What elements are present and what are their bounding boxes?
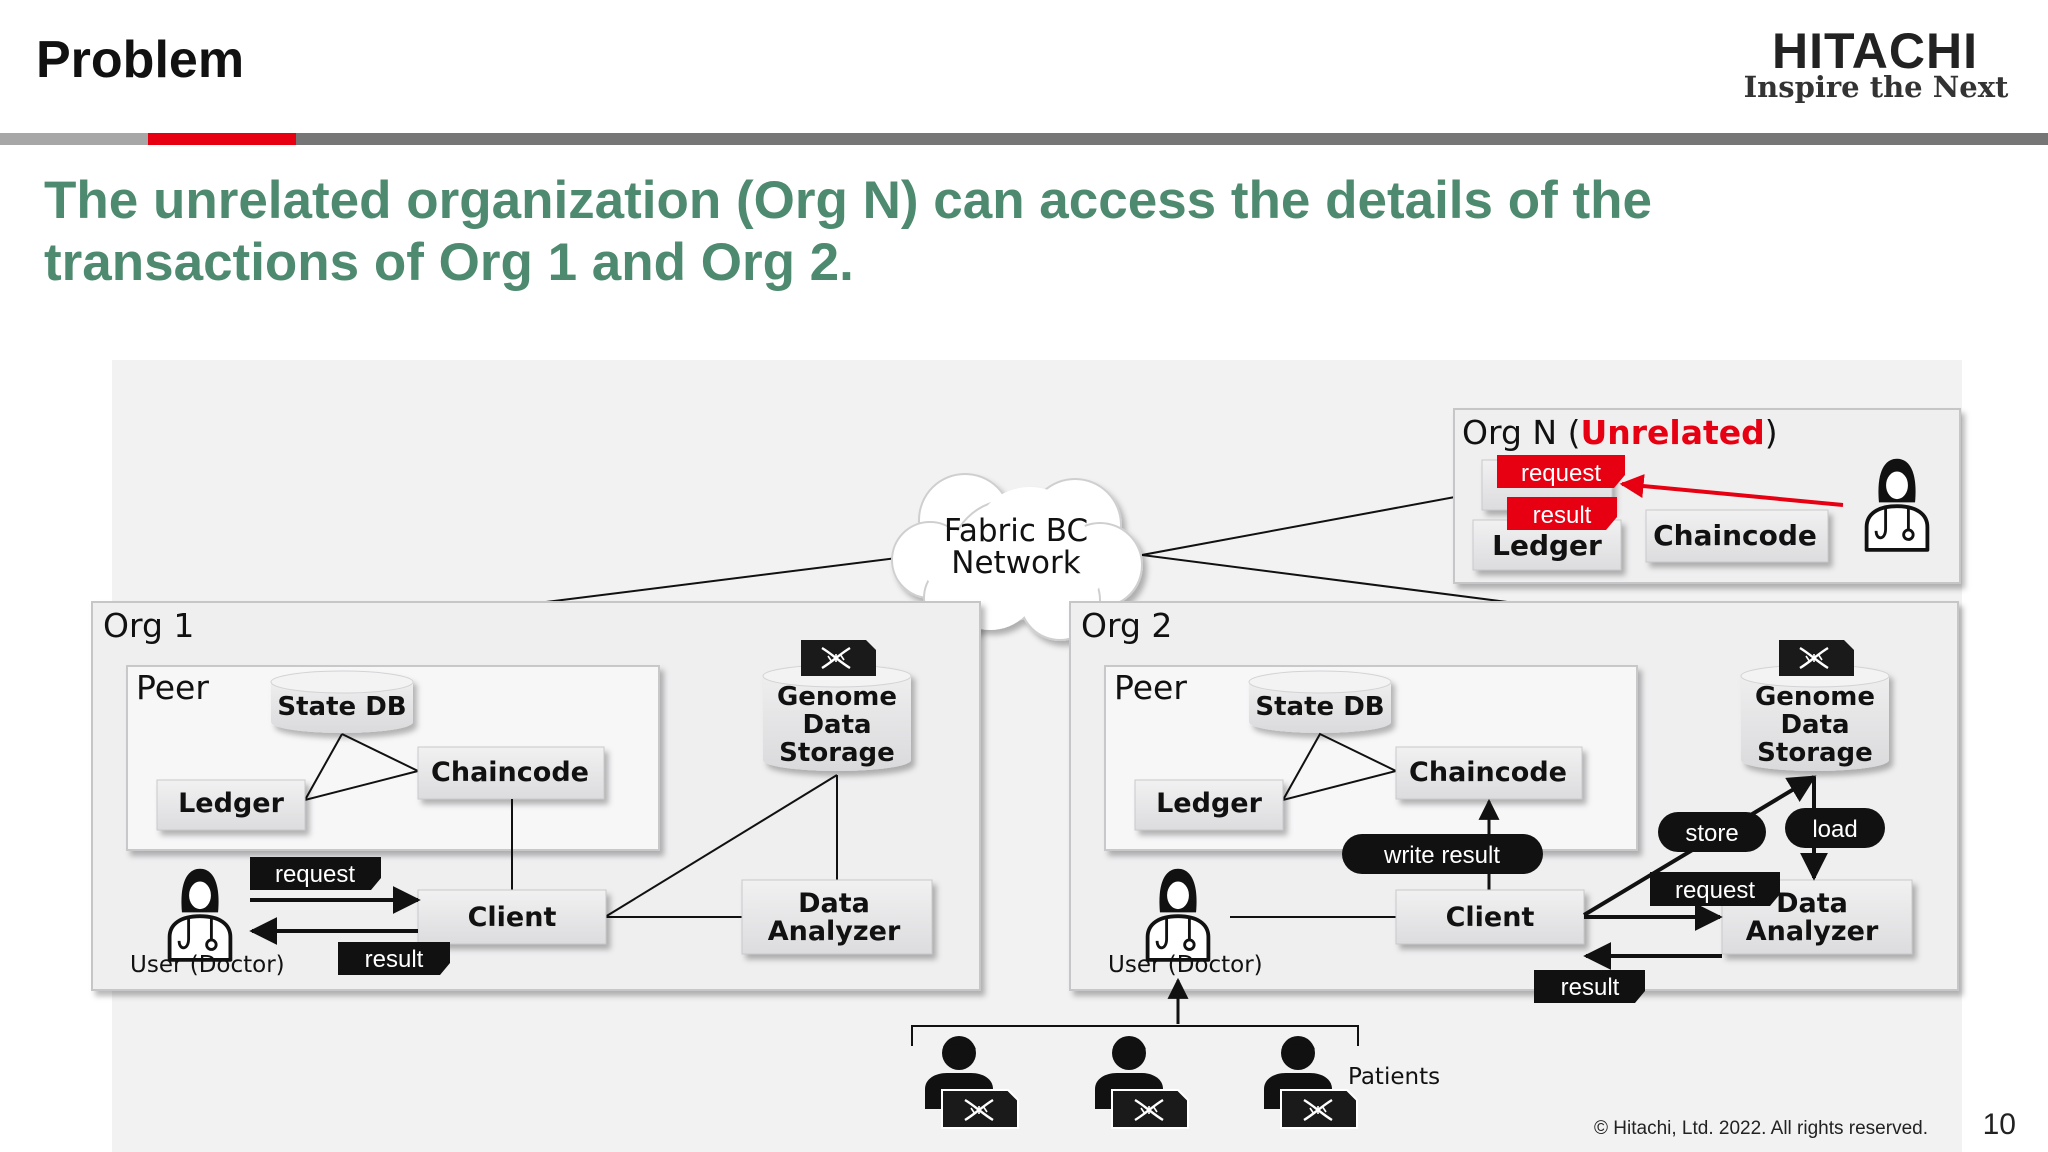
org2-statedb-label: State DB bbox=[1255, 692, 1384, 722]
page-number: 10 bbox=[1982, 1108, 2016, 1141]
org1-statedb-label: State DB bbox=[277, 692, 406, 722]
org2-load-label: load bbox=[1812, 816, 1857, 843]
cloud-icon bbox=[891, 473, 1143, 641]
org1-group: Org 1 Peer State DB Ledger Chaincode bbox=[91, 601, 981, 991]
header-rule-accent bbox=[148, 133, 296, 145]
org2-client-label: Client bbox=[1446, 902, 1535, 933]
org-n-result-tag bbox=[1507, 497, 1617, 530]
org2-peer-label: Peer bbox=[1114, 668, 1187, 707]
org1-storage-l2: Data bbox=[802, 710, 871, 740]
org-n-red-arrow bbox=[1619, 474, 1844, 507]
link-network-org2 bbox=[1141, 554, 1516, 604]
org-n-chaincode-label: Chaincode bbox=[1653, 519, 1817, 552]
org1-analyzer-l1: Data bbox=[798, 888, 870, 919]
org2-request-label: request bbox=[1675, 877, 1755, 904]
org1-peer-label: Peer bbox=[136, 668, 209, 707]
org2-storage-l3: Storage bbox=[1757, 738, 1873, 768]
org1-storage-l3: Storage bbox=[779, 738, 895, 768]
org2-result-tag bbox=[1534, 970, 1645, 1003]
org1-result-tag bbox=[338, 942, 450, 975]
org1-analyzer bbox=[741, 879, 933, 955]
org-n-group: Org N (Unrelated) Ledger Chaincode reque… bbox=[1453, 408, 1961, 584]
org2-ledger bbox=[1134, 779, 1284, 831]
org2-analyzer-l1: Data bbox=[1776, 888, 1848, 919]
hitachi-logo: HITACHI bbox=[1771, 23, 1979, 79]
link-org1-network bbox=[537, 556, 906, 604]
org1-result-label: result bbox=[365, 946, 424, 973]
header-rule-left bbox=[0, 133, 148, 145]
headline-line-2: transactions of Org 1 and Org 2. bbox=[44, 233, 854, 292]
patients-bracket bbox=[911, 1025, 1359, 1046]
org1-statedb bbox=[270, 670, 414, 733]
org1-chaincode bbox=[417, 746, 605, 800]
org2-write-result-label: write result bbox=[1383, 842, 1500, 869]
org1-ledger-label: Ledger bbox=[178, 788, 284, 819]
org2-load-tag bbox=[1785, 808, 1885, 848]
org1-client bbox=[417, 889, 607, 945]
org1-chaincode-label: Chaincode bbox=[431, 757, 589, 788]
org2-analyzer-l2: Analyzer bbox=[1746, 916, 1879, 947]
headline: The unrelated organization (Org N) can a… bbox=[44, 170, 1652, 294]
org1-ledger bbox=[156, 779, 306, 831]
org2-chaincode bbox=[1395, 746, 1583, 800]
org2-storage-l1: Genome bbox=[1755, 682, 1875, 712]
org1-user-label: User (Doctor) bbox=[130, 952, 285, 978]
org2-dna-badge bbox=[1779, 640, 1854, 676]
link-network-orgn bbox=[1141, 496, 1456, 556]
org2-write-result-tag bbox=[1342, 834, 1543, 874]
org2-storage-l2: Data bbox=[1780, 710, 1849, 740]
org2-group: Org 2 Peer State DB Ledger Chaincode Gen… bbox=[1069, 601, 1959, 1003]
org2-result-label: result bbox=[1561, 974, 1620, 1001]
org-n-title: Org N (Unrelated) bbox=[1462, 413, 1778, 452]
org1-client-label: Client bbox=[468, 902, 557, 933]
org-n-chaincode bbox=[1645, 509, 1829, 563]
org-n-request-label: request bbox=[1521, 460, 1601, 487]
org2-request-tag bbox=[1650, 872, 1780, 906]
org1-title: Org 1 bbox=[103, 606, 194, 645]
patients-group: Patients bbox=[911, 977, 1440, 1129]
org-n-ledger-label: Ledger bbox=[1492, 529, 1602, 562]
org2-user-label: User (Doctor) bbox=[1108, 952, 1263, 978]
header-rule-right bbox=[296, 133, 2048, 145]
org2-triangle bbox=[1280, 732, 1399, 802]
org-n-request-tag bbox=[1497, 455, 1625, 488]
org1-request-label: request bbox=[275, 861, 355, 888]
org2-statedb bbox=[1248, 670, 1392, 733]
network-label-1: Fabric BC bbox=[944, 513, 1088, 549]
hitachi-tagline: Inspire the Next bbox=[1743, 70, 2009, 104]
patients-label: Patients bbox=[1348, 1064, 1440, 1090]
org2-title: Org 2 bbox=[1081, 606, 1172, 645]
org2-chaincode-label: Chaincode bbox=[1409, 757, 1567, 788]
org2-ledger-label: Ledger bbox=[1156, 788, 1262, 819]
org-n-result-label: result bbox=[1533, 502, 1592, 529]
org2-store-label: store bbox=[1685, 820, 1738, 847]
page-title: Problem bbox=[36, 31, 245, 89]
org2-client bbox=[1395, 889, 1585, 945]
org2-store-tag bbox=[1658, 812, 1766, 852]
org1-storage-l1: Genome bbox=[777, 682, 897, 712]
copyright: © Hitachi, Ltd. 2022. All rights reserve… bbox=[1594, 1118, 1928, 1139]
org1-dna-badge bbox=[801, 640, 876, 676]
org1-request-tag bbox=[250, 857, 381, 890]
headline-line-1: The unrelated organization (Org N) can a… bbox=[44, 171, 1652, 230]
org1-analyzer-l2: Analyzer bbox=[768, 916, 901, 947]
network-label-2: Network bbox=[951, 545, 1080, 581]
